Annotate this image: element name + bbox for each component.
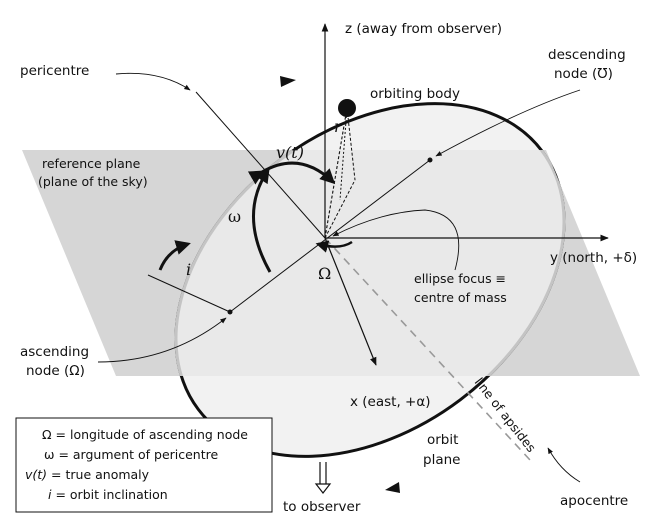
ellipse-focus-label-2: centre of mass: [414, 290, 507, 305]
true-anomaly-label: v(t): [276, 143, 304, 162]
pericentre-leader: [115, 72, 191, 91]
omega-label: ω: [228, 207, 241, 226]
inclination-arc: [158, 240, 191, 271]
radius-label: r: [334, 117, 343, 136]
x-axis: [324, 237, 377, 366]
legend-row-omega: ω = argument of pericentre: [44, 447, 218, 462]
legend-row-true-anomaly: v(t) = true anomaly: [25, 467, 150, 482]
to-observer-label: to observer: [283, 499, 361, 515]
ellipse-focus-leader: [332, 209, 460, 271]
orbit-plane-label-2: plane: [423, 452, 460, 468]
inclination-label: i: [186, 260, 191, 279]
ascending-node-point: [227, 309, 233, 315]
reference-plane-label-2: (plane of the sky): [38, 174, 148, 189]
ascending-node-label-1: ascending: [20, 344, 89, 360]
big-omega-arc: [315, 240, 353, 253]
inclination-ref-line: [147, 274, 231, 313]
omega-arc: [252, 167, 272, 273]
orbiting-body-label: orbiting body: [370, 86, 460, 102]
pericentre-label: pericentre: [20, 63, 89, 79]
legend-row-inclination: i = orbit inclination: [48, 487, 168, 502]
y-axis-label: y (north, +δ): [550, 250, 637, 266]
legend-box: [15, 417, 273, 513]
orbit-direction-arrow-bottom: [385, 482, 400, 493]
radius-vector: [324, 107, 348, 239]
projection-line-3: [339, 107, 348, 201]
descending-node-label-2: node (Ʊ): [554, 66, 613, 82]
orbit-direction-arrow-top: [280, 76, 296, 87]
x-axis-label: x (east, +α): [350, 394, 431, 410]
ascending-node-label-2: node (Ω): [26, 363, 85, 379]
descending-node-point: [427, 157, 433, 163]
ellipse-focus-label-1: ellipse focus ≡: [414, 271, 506, 286]
ascending-node-leader: [97, 317, 227, 363]
line-of-apsides-label: line of apsides: [472, 375, 539, 455]
legend-row-big-omega: Ω = longitude of ascending node: [42, 427, 248, 442]
reference-plane-label-1: reference plane: [42, 156, 141, 171]
big-omega-label: Ω: [318, 264, 331, 283]
line-of-nodes: [229, 159, 431, 313]
line-of-apsides-upper: [195, 91, 326, 239]
apocentre-label: apocentre: [560, 493, 628, 509]
z-axis-label: z (away from observer): [345, 21, 502, 37]
projection-line-1: [324, 179, 356, 239]
orbit-plane-label-1: orbit: [427, 432, 458, 448]
observer-arrow-head: [314, 483, 332, 494]
legend: Ω = longitude of ascending node ω = argu…: [15, 417, 273, 513]
apocentre-leader: [547, 447, 581, 483]
orbiting-body: [338, 99, 356, 117]
descending-node-label-1: descending: [548, 47, 626, 63]
projection-line-2: [346, 107, 356, 181]
descending-node-leader: [435, 89, 581, 157]
